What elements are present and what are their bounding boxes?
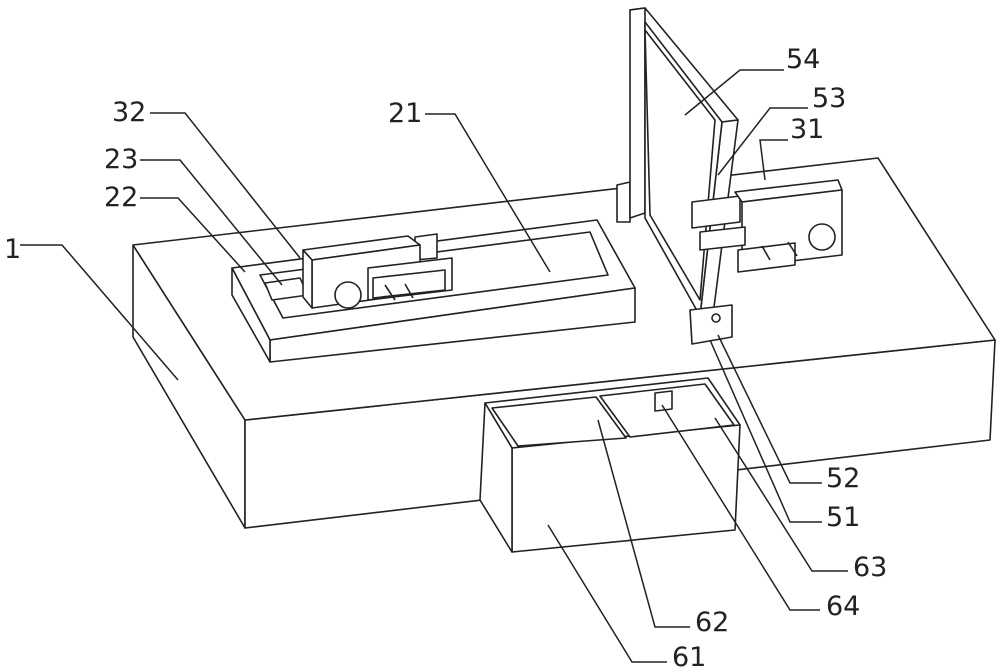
label-64: 64 — [826, 591, 860, 622]
label-53: 53 — [812, 83, 846, 114]
label-52: 52 — [826, 463, 860, 494]
label-31: 31 — [790, 114, 824, 145]
label-61: 61 — [672, 642, 706, 669]
label-62: 62 — [695, 607, 729, 638]
label-54: 54 — [786, 44, 820, 75]
label-51: 51 — [826, 502, 860, 533]
label-1: 1 — [4, 234, 21, 265]
label-21: 21 — [388, 98, 422, 129]
label-32: 32 — [112, 97, 146, 128]
label-63: 63 — [853, 552, 887, 583]
label-23: 23 — [104, 144, 138, 175]
label-22: 22 — [104, 182, 138, 213]
